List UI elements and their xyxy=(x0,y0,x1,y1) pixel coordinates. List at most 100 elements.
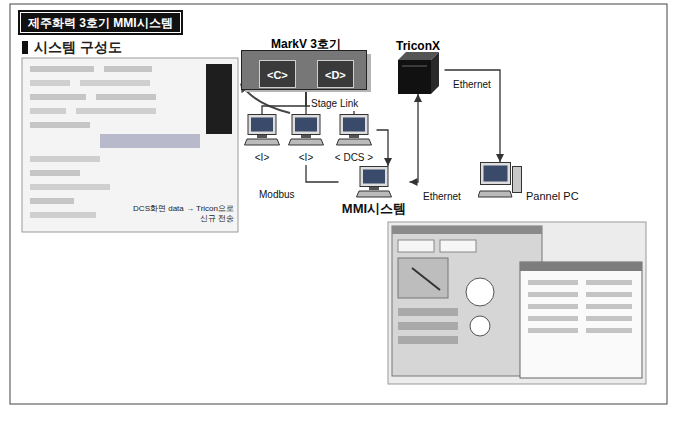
stand xyxy=(301,135,311,138)
stand xyxy=(369,187,379,190)
screen-panel xyxy=(206,64,232,134)
computer-icon xyxy=(288,114,324,146)
node-label: TriconX xyxy=(396,39,440,53)
keyboard xyxy=(478,191,512,197)
screen-row xyxy=(30,156,100,162)
panel-pc-icon xyxy=(478,162,522,200)
link-line xyxy=(306,165,339,182)
screen-row xyxy=(30,80,70,86)
screen-row xyxy=(30,184,110,190)
screenshot-caption: DCS화면 data → Tricon으로 신규 전송 xyxy=(128,204,234,225)
controller-box: MarkV 3호기<C><D> xyxy=(241,34,371,92)
screen xyxy=(484,166,508,182)
keyboard xyxy=(357,191,392,197)
cube-front xyxy=(398,60,431,94)
link-label: Modbus xyxy=(259,189,295,201)
keyboard xyxy=(245,139,280,145)
link-label: Ethernet xyxy=(423,191,461,203)
window-titlebar xyxy=(392,226,542,234)
title-bar: 제주화력 3호기 MMI시스템 xyxy=(18,10,183,35)
link-label-box: Stage Link xyxy=(310,93,359,111)
cabinet-body xyxy=(242,51,367,90)
screen-row xyxy=(528,292,578,297)
computer-icon xyxy=(244,114,280,146)
triconx-cube xyxy=(398,52,439,94)
node-label: MMI시스템 xyxy=(342,200,406,218)
screen xyxy=(251,118,273,132)
node-label: Pannel PC xyxy=(526,190,579,202)
cube-slot xyxy=(402,66,427,67)
screen-row xyxy=(30,94,86,100)
screen-gauge xyxy=(466,278,494,306)
monitor xyxy=(481,163,511,185)
keyboard xyxy=(337,139,372,145)
cube-side xyxy=(431,52,439,94)
stand xyxy=(257,135,267,138)
monitor xyxy=(292,115,320,135)
screen-button xyxy=(398,240,434,252)
screen xyxy=(343,118,365,132)
link-label-box: Ethernet xyxy=(422,186,462,204)
screen-row xyxy=(30,122,90,128)
bullet-mark xyxy=(22,41,28,54)
link-line xyxy=(377,130,389,166)
screen-band xyxy=(100,134,200,148)
screen-row xyxy=(586,304,632,309)
section-heading: 시스템 구성도 xyxy=(34,38,122,56)
screen-row xyxy=(398,308,458,316)
screenshot-ground xyxy=(388,222,646,384)
monitor xyxy=(360,167,388,187)
link-label-box: Modbus xyxy=(258,184,296,202)
slide-title: 제주화력 3호기 MMI시스템 xyxy=(28,15,173,32)
stand xyxy=(349,135,359,138)
computer-node: MMI시스템 xyxy=(339,166,410,218)
screen-row xyxy=(586,316,632,321)
node-label: <I> xyxy=(255,152,269,163)
screenshot-ground xyxy=(22,58,238,232)
computer-icon xyxy=(336,114,372,146)
monitor xyxy=(340,115,368,135)
screen-row xyxy=(80,80,150,86)
screen-pointer xyxy=(412,268,440,290)
link-line xyxy=(445,70,501,162)
processor-box: <D> xyxy=(317,60,354,88)
node-label: <I> xyxy=(299,152,313,163)
screen xyxy=(363,170,385,184)
screen-row xyxy=(30,198,74,204)
node-label: <C> xyxy=(267,69,288,81)
caption-text: DCS화면 data → Tricon으로 신규 전송 xyxy=(128,204,234,223)
panel-pc-node: Pannel PC xyxy=(478,162,579,204)
screen-row xyxy=(528,304,578,309)
computer-node: <I> xyxy=(287,114,325,165)
screen-row xyxy=(398,322,458,330)
processor-box: <C> xyxy=(259,60,296,88)
node-label: < DCS > xyxy=(335,152,373,163)
screen-row xyxy=(104,66,152,72)
mmi-screenshot xyxy=(388,222,646,384)
dcs-screenshot xyxy=(22,58,238,232)
triconx-unit: TriconX xyxy=(392,36,445,94)
screen-row xyxy=(30,66,94,72)
screen-panel xyxy=(398,258,448,298)
link-label-box: Ethernet xyxy=(452,74,492,92)
screen-window xyxy=(520,262,642,378)
screen-row xyxy=(528,280,578,285)
screen-row xyxy=(398,336,458,344)
keyboard xyxy=(289,139,324,145)
screen-row xyxy=(586,292,632,297)
node-label: <D> xyxy=(325,69,346,81)
screen-row xyxy=(30,212,96,218)
screen-row xyxy=(76,108,156,114)
screen-gauge xyxy=(470,316,490,336)
screen-row xyxy=(96,94,156,100)
screen-row xyxy=(528,316,578,321)
screen-row xyxy=(586,328,632,333)
link-line xyxy=(262,92,306,114)
tower xyxy=(513,167,522,193)
screen-row xyxy=(30,108,66,114)
link-line xyxy=(410,94,419,182)
computer-node: < DCS > xyxy=(332,114,377,165)
link-label: Ethernet xyxy=(453,79,491,91)
